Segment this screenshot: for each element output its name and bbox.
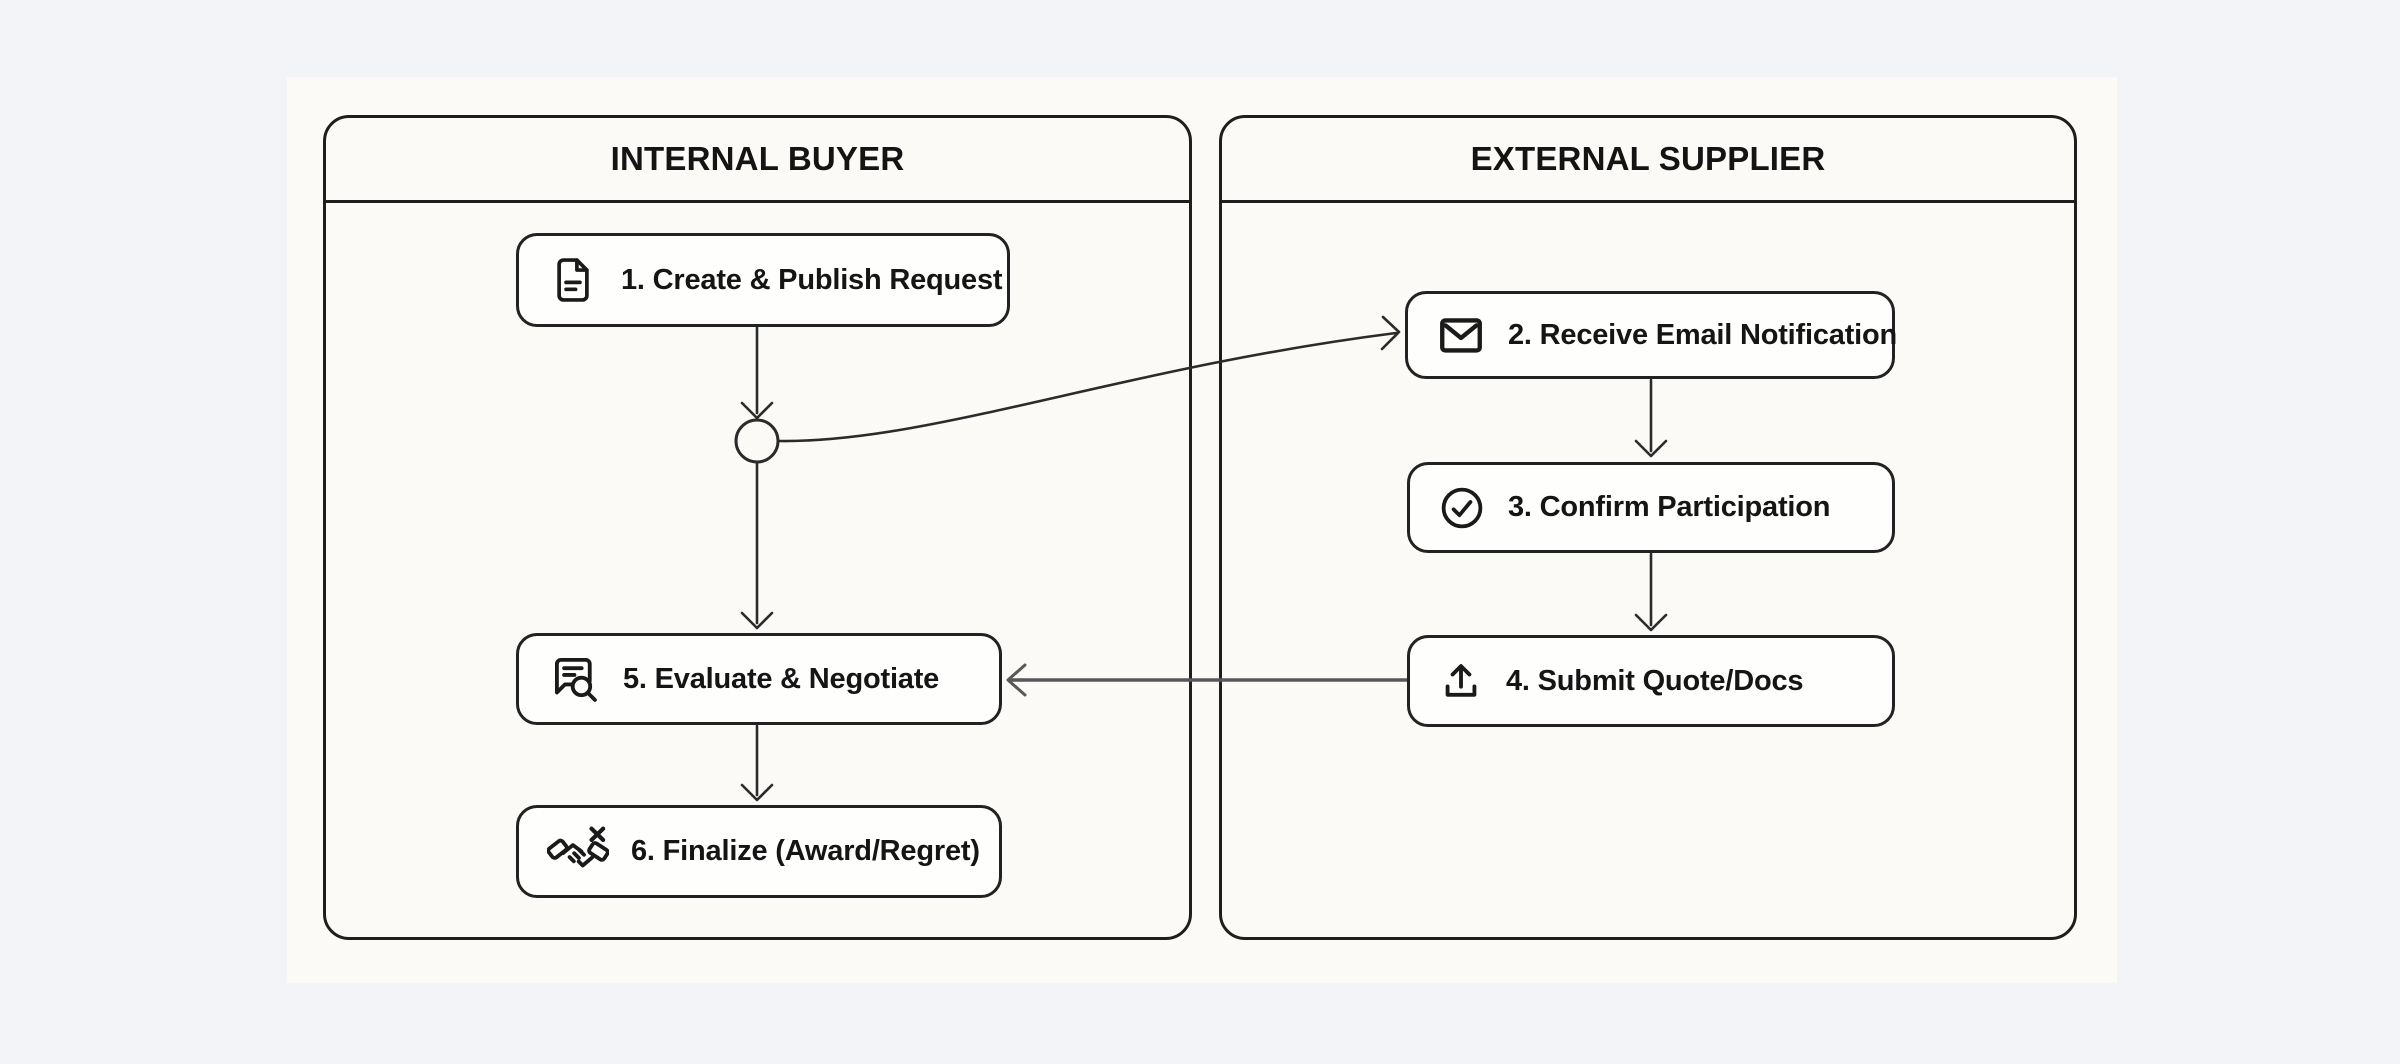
flow-node-step-1: 1. Create & Publish Request [516, 233, 1010, 327]
flow-node-step-6: 6. Finalize (Award/Regret) [516, 805, 1002, 898]
message-search-icon [547, 652, 601, 706]
flow-node-step-4: 4. Submit Quote/Docs [1407, 635, 1895, 727]
upload-icon [1438, 658, 1484, 704]
flow-node-step-3: 3. Confirm Participation [1407, 462, 1895, 553]
document-icon [547, 254, 599, 306]
node-label: 6. Finalize (Award/Regret) [631, 835, 980, 867]
handshake-x-icon [547, 824, 609, 880]
flow-node-step-5: 5. Evaluate & Negotiate [516, 633, 1002, 725]
flow-node-step-2: 2. Receive Email Notification [1405, 291, 1898, 379]
lane-external-supplier-header: EXTERNAL SUPPLIER [1222, 118, 2074, 203]
lane-internal-buyer: INTERNAL BUYER [323, 115, 1192, 940]
node-label: 5. Evaluate & Negotiate [623, 662, 940, 695]
node-label: 1. Create & Publish Request [621, 263, 1003, 296]
lane-internal-buyer-header: INTERNAL BUYER [326, 118, 1189, 203]
lane-title: EXTERNAL SUPPLIER [1470, 140, 1826, 177]
node-label: 3. Confirm Participation [1508, 491, 1831, 523]
node-label: 2. Receive Email Notification [1508, 318, 1898, 351]
envelope-icon [1436, 310, 1486, 360]
node-label: 4. Submit Quote/Docs [1506, 664, 1804, 697]
lane-external-supplier: EXTERNAL SUPPLIER [1219, 115, 2077, 940]
check-circle-icon [1438, 484, 1486, 532]
lane-title: INTERNAL BUYER [610, 140, 905, 177]
